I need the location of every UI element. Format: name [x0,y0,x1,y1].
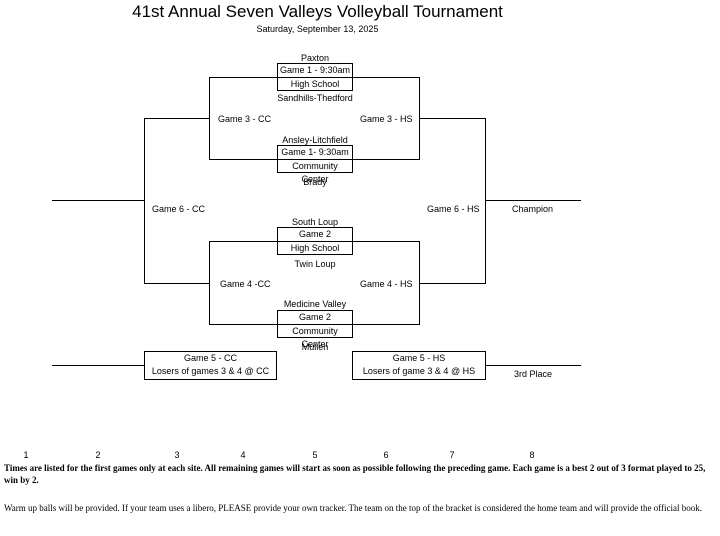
column-number: 2 [95,450,101,460]
game1-cc-site: Community Center [278,159,352,184]
game2-hs-box: Game 2 High School [277,227,353,255]
game2-cc-site: Community Center [278,324,352,349]
team-sandhills-thedford: Sandhills-Thedford [277,93,353,103]
game4-hs-label: Game 4 - HS [360,279,413,289]
team-brady: Brady [303,177,327,187]
game3-cc-label: Game 3 - CC [218,114,272,124]
game5-hs-label: Game 5 - HS [392,353,446,363]
game6-cc-label: Game 6 - CC [152,204,206,214]
column-number: 1 [23,450,29,460]
game1-hs-site: High School [278,77,352,91]
column-number: 5 [312,450,318,460]
game5-hs-box: Game 5 - HS Losers of game 3 & 4 @ HS [352,351,486,380]
game6-hs-label: Game 6 - HS [427,204,480,214]
team-south-loup: South Loup [291,217,339,227]
game3-hs-label: Game 3 - HS [360,114,413,124]
game5-cc-label: Game 5 - CC [183,353,237,363]
game5-hs-desc: Losers of game 3 & 4 @ HS [362,366,476,376]
column-number: 3 [174,450,180,460]
column-number: 7 [449,450,455,460]
column-number: 8 [529,450,535,460]
game1-cc-box: Game 1- 9:30am Community Center [277,145,353,184]
team-paxton: Paxton [300,53,330,63]
schedule-note: Times are listed for the first games onl… [4,462,716,486]
game2-cc-label: Game 2 [298,312,331,322]
game1-cc-time: Game 1- 9:30am [281,147,349,157]
game5-cc-box: Game 5 - CC Losers of games 3 & 4 @ CC [144,351,277,380]
champion-label: Champion [512,204,554,214]
tournament-date: Saturday, September 13, 2025 [256,24,379,34]
team-ansley-litchfield: Ansley-Litchfield [282,135,348,145]
game1-hs-time: Game 1 - 9:30am [279,65,351,75]
column-number: 6 [383,450,389,460]
game4-cc-label: Game 4 -CC [220,279,271,289]
game2-cc-box: Game 2 Community Center [277,310,353,349]
team-mullen: Mullen [301,342,329,352]
schedule-note-text: Times are listed for the first games onl… [4,463,706,485]
team-medicine-valley: Medicine Valley [283,299,347,309]
team-twin-loup: Twin Loup [294,259,336,269]
game1-hs-box: Game 1 - 9:30am High School [277,63,353,91]
equipment-note: Warm up balls will be provided. If your … [4,503,703,513]
game2-hs-site: High School [278,241,352,255]
third-place-label: 3rd Place [514,369,553,379]
page-title: 41st Annual Seven Valleys Volleyball Tou… [132,2,503,21]
column-number: 4 [240,450,246,460]
game5-cc-desc: Losers of games 3 & 4 @ CC [151,366,270,376]
game2-hs-label: Game 2 [298,229,331,239]
